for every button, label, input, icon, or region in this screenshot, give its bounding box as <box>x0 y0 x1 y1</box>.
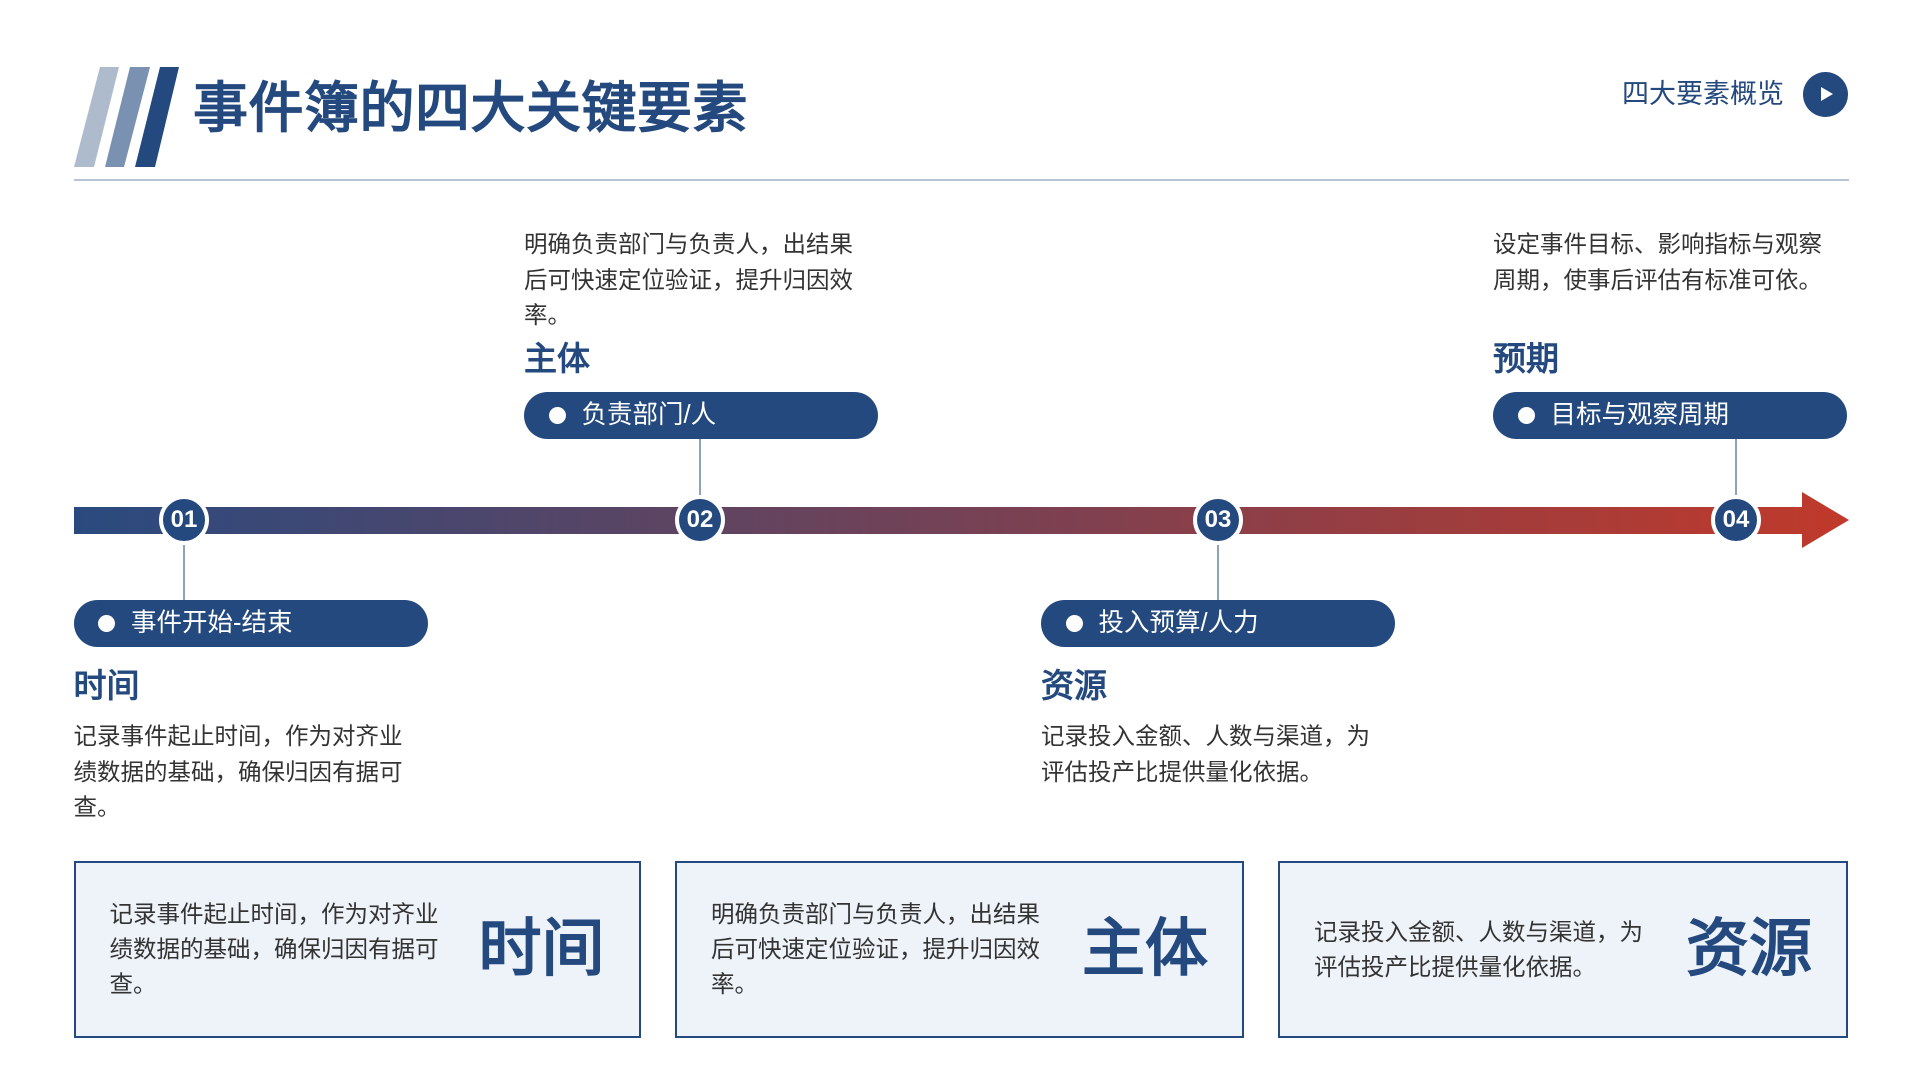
milestone-tag-label: 事件开始-结束 <box>131 609 293 637</box>
overview-play-button[interactable] <box>1803 71 1848 117</box>
milestone-heading-04: 预期 <box>1493 340 1559 377</box>
timeline-node-number: 02 <box>686 506 714 533</box>
milestone-tag-03: 投入预算/人力 <box>1041 600 1395 647</box>
milestone-tag-01: 事件开始-结束 <box>73 600 428 647</box>
connector-line-03 <box>1217 545 1219 600</box>
card-label: 资源 <box>1686 914 1812 984</box>
milestone-description-02: 明确负责部门与负责人，出结果后可快速定位验证，提升归因效率。 <box>524 231 853 328</box>
connector-line-01 <box>183 545 185 600</box>
summary-card-3: 记录投入金额、人数与渠道，为评估投产比提供量化依据。 资源 <box>1278 861 1848 1038</box>
milestone-description-03: 记录投入金额、人数与渠道，为评估投产比提供量化依据。 <box>1041 723 1370 785</box>
page-title: 事件簿的四大关键要素 <box>193 77 749 139</box>
dot-icon <box>1517 407 1535 424</box>
timeline-bar <box>73 507 1804 534</box>
card-label: 主体 <box>1082 914 1208 984</box>
card-description: 记录事件起止时间，作为对齐业绩数据的基础，确保归因有据可查。 <box>109 901 439 997</box>
stripe-mid <box>104 67 150 167</box>
stripe-light <box>73 67 119 167</box>
timeline-node-03: 03 <box>1193 495 1243 545</box>
card-description: 记录投入金额、人数与渠道，为评估投产比提供量化依据。 <box>1314 918 1643 980</box>
milestone-description-01: 记录事件起止时间，作为对齐业绩数据的基础，确保归因有据可查。 <box>73 723 403 820</box>
milestone-heading-01: 时间 <box>73 667 140 704</box>
card-label: 时间 <box>478 914 605 984</box>
milestone-tag-label: 负责部门/人 <box>581 401 717 429</box>
milestone-tag-label: 目标与观察周期 <box>1550 401 1730 429</box>
dot-icon <box>548 407 566 424</box>
timeline-node-number: 01 <box>170 506 198 533</box>
summary-card-2: 明确负责部门与负责人，出结果后可快速定位验证，提升归因效率。 主体 <box>675 861 1244 1038</box>
milestone-heading-02: 主体 <box>524 340 590 377</box>
timeline-node-01: 01 <box>159 495 209 545</box>
dot-icon <box>1065 615 1083 632</box>
milestone-tag-02: 负责部门/人 <box>524 392 878 439</box>
dot-icon <box>98 615 115 632</box>
summary-card-1: 记录事件起止时间，作为对齐业绩数据的基础，确保归因有据可查。 时间 <box>73 861 641 1038</box>
slash-stripes-icon <box>73 67 179 167</box>
overview-label: 四大要素概览 <box>1622 78 1784 109</box>
overview-link[interactable]: 四大要素概览 <box>1622 71 1848 117</box>
timeline-node-number: 04 <box>1722 506 1750 533</box>
milestone-tag-label: 投入预算/人力 <box>1098 609 1259 637</box>
timeline-arrowhead <box>1801 492 1849 548</box>
milestone-description-04: 设定事件目标、影响指标与观察周期，使事后评估有标准可依。 <box>1493 231 1822 293</box>
milestone-heading-03: 资源 <box>1041 667 1107 704</box>
card-description: 明确负责部门与负责人，出结果后可快速定位验证，提升归因效率。 <box>711 901 1040 997</box>
milestone-tag-04: 目标与观察周期 <box>1493 392 1847 439</box>
connector-line-04 <box>1735 439 1737 495</box>
stripe-dark <box>134 67 179 167</box>
timeline-node-number: 03 <box>1204 506 1232 533</box>
timeline-node-04: 04 <box>1711 495 1761 545</box>
timeline-arrow <box>73 492 1849 548</box>
header-divider <box>73 179 1849 181</box>
play-icon <box>1821 87 1833 101</box>
connector-line-02 <box>699 439 701 495</box>
timeline-node-02: 02 <box>675 495 725 545</box>
